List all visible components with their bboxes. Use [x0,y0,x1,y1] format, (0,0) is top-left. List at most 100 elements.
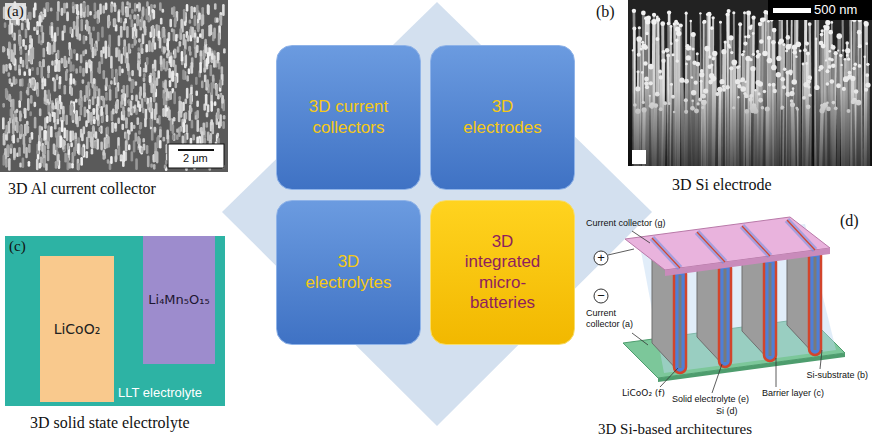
nanorod [52,103,55,109]
sem-image-si [628,0,872,166]
nanorod [216,18,219,23]
nanorod [89,32,92,44]
nanorod [217,52,220,61]
nanorod [82,51,85,57]
nanorod [130,122,133,131]
nanorod [128,43,131,53]
nanorod [222,121,225,129]
nanorod [2,103,5,108]
nanorod [111,122,114,133]
nanorod [194,15,197,26]
panel-caption: 3D Si electrode [672,176,772,194]
nanorod [93,14,96,19]
box-label: 3D integrated micro-batteries [453,232,553,314]
nanorod [156,137,159,149]
plate-stripe [787,220,815,250]
nanorod [214,3,217,9]
nanorod [120,155,123,162]
nanorod [120,154,123,159]
nanorod [69,27,72,34]
nanorod [154,109,157,121]
nanorod [174,76,177,88]
nanorod [63,3,66,14]
nanorod [79,98,82,105]
nanorod [125,8,128,18]
nanorod [79,66,82,74]
box-label: 3D electrodes [453,97,553,138]
battery-3d-illustration [594,217,845,393]
nanorod [103,97,106,107]
nanorod [171,28,174,32]
nanorod [19,125,22,134]
nanorod [18,69,21,76]
nanorod [146,57,149,65]
nanorod [131,108,134,113]
nanorod [144,118,147,127]
nanorod [191,120,194,129]
nanorod [97,121,100,127]
nanorod [12,33,15,38]
nanorod [143,77,146,82]
nanorod [133,14,136,19]
nanorod [141,48,144,54]
part-label: Solid electrolyte (e) [672,394,749,404]
nanorod [178,111,181,122]
nanorod [162,9,165,13]
nanorod [174,17,177,24]
nanorod [41,83,44,90]
nanorod [68,162,71,168]
nanorod [72,113,75,123]
nanorod [169,80,172,87]
nanorod [122,5,125,15]
nanorod [147,155,150,167]
nanorod [114,18,117,25]
nanorod [27,98,30,111]
nanorod [82,79,85,84]
nanorod [187,35,190,41]
nanorod [75,99,78,103]
nanorod [115,73,118,83]
nanorod [131,9,134,14]
nanorod [100,142,103,151]
nanorod [110,4,113,13]
nanorod [43,158,46,168]
nanorod [13,148,16,159]
nanorod [36,159,39,171]
nanorod [121,124,124,130]
nanorod [83,3,86,12]
si-core [814,257,817,350]
electrode-tube [674,268,686,373]
nanorod [5,158,8,168]
nanorod [134,36,137,46]
nanorod [56,11,59,21]
nanorod [210,24,213,35]
nanorod [61,58,64,64]
nanorod [166,38,169,50]
nanorod [126,26,129,38]
nanorod [44,78,47,86]
nanorod [163,93,166,105]
nanorod [25,147,28,158]
nanorod [217,52,220,63]
nanorod [131,44,134,48]
nanorod [120,54,123,65]
nanorod [172,70,175,81]
concept-box: 3D current collectors [276,45,421,190]
nanorod [168,109,171,121]
nanorod [92,26,95,31]
nanorod [53,61,56,66]
nanorod [131,70,134,76]
nanorod [71,106,74,110]
nanorod [115,156,118,163]
nanorod [70,142,73,147]
nanorod [150,102,153,112]
electrode-tube [764,256,776,361]
part-label: Current collector (a) [586,308,646,330]
nanorod [142,107,145,113]
nanorod [173,91,176,104]
panel-letter: (c) [9,238,26,255]
nanorod [105,77,108,86]
nanorod [115,47,118,57]
nanorod [128,107,131,111]
nanorod [72,78,75,84]
